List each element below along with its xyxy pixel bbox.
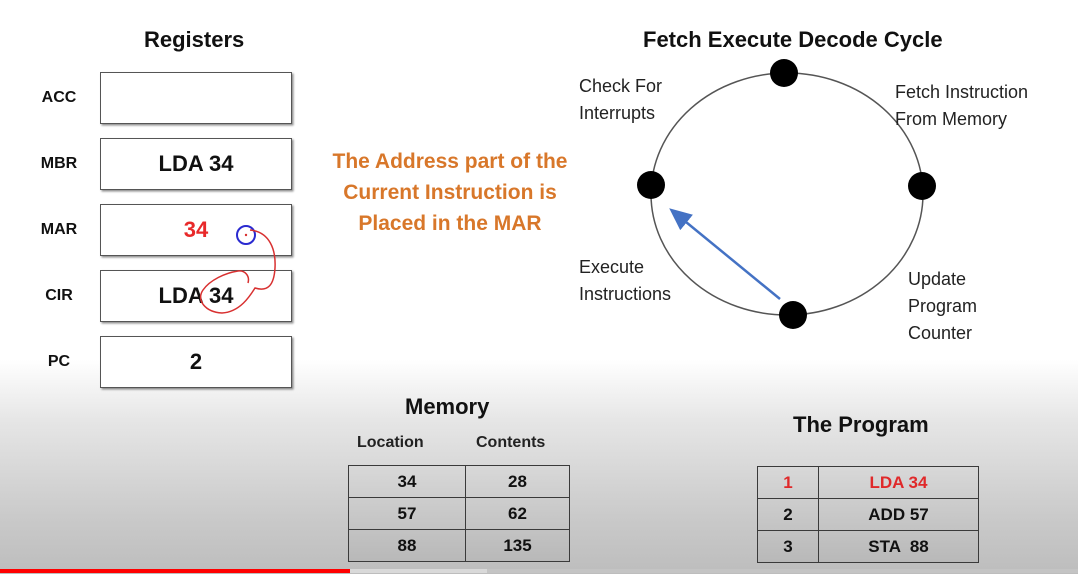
stage-fetch: Fetch Instruction From Memory: [895, 79, 1028, 133]
memory-title: Memory: [405, 394, 490, 419]
memory-location-cell: 88: [348, 529, 466, 562]
stage-update-pc-line2: Program: [908, 296, 978, 316]
info-text: The Address part of the Current Instruct…: [300, 146, 600, 239]
video-progress-track[interactable]: [0, 569, 1078, 573]
cycle-node-right: [908, 172, 936, 200]
register-label-pc: PC: [47, 353, 71, 370]
cycle-arrow: [669, 208, 781, 300]
info-line-2: Current Instruction is: [343, 181, 557, 204]
program-line-number: 3: [757, 530, 819, 563]
stage-execute-line2: Instructions: [579, 284, 672, 304]
register-mbr-box: LDA 34: [100, 138, 292, 190]
memory-location-cell: 34: [348, 465, 466, 498]
stage-update-pc-line3: Counter: [908, 323, 973, 343]
stage-check-interrupts: Check For Interrupts: [579, 73, 662, 127]
program-row-current: 1 LDA 34: [757, 466, 979, 499]
register-acc-box: [100, 72, 292, 124]
register-label-acc: ACC: [41, 89, 77, 106]
annotation-blue-circle: [236, 225, 256, 245]
program-row: 3 STA 88: [757, 530, 979, 563]
memory-row: 34 28: [348, 465, 570, 498]
memory-row: 57 62: [348, 497, 570, 530]
register-cir-box: LDA 34: [100, 270, 292, 322]
memory-contents-cell: 135: [465, 529, 570, 562]
registers-title: Registers: [144, 27, 245, 52]
memory-location-cell: 57: [348, 497, 466, 530]
stage-update-pc-line1: Update: [908, 269, 967, 289]
stage-fetch-line1: Fetch Instruction: [895, 82, 1029, 102]
cycle-node-bottom: [779, 301, 807, 329]
stage-fetch-line2: From Memory: [895, 109, 1007, 129]
program-line-number: 1: [757, 466, 819, 499]
annotation-red-loop: [199, 229, 276, 314]
annotation-dot: [244, 233, 248, 237]
info-line-1: The Address part of the: [332, 150, 568, 173]
memory-table: 34 28 57 62 88 135: [348, 465, 570, 562]
memory-contents-cell: 28: [465, 465, 570, 498]
stage-execute: Execute Instructions: [579, 254, 671, 308]
register-mar-box: 34: [100, 204, 292, 256]
cycle-title: Fetch Execute Decode Cycle: [643, 27, 943, 52]
register-label-cir: CIR: [45, 287, 73, 304]
memory-row: 88 135: [348, 529, 570, 562]
cycle-ring: [650, 72, 924, 316]
cycle-node-top: [770, 59, 798, 87]
program-line-number: 2: [757, 498, 819, 531]
program-instruction: STA 88: [818, 530, 979, 563]
program-instruction: ADD 57: [818, 498, 979, 531]
program-instruction: LDA 34: [818, 466, 979, 499]
stage-execute-line1: Execute: [579, 257, 645, 277]
info-line-3: Placed in the MAR: [358, 212, 542, 235]
video-progress-played[interactable]: [0, 569, 351, 573]
program-title: The Program: [793, 412, 929, 437]
memory-col-contents: Contents: [476, 434, 546, 451]
register-label-mbr: MBR: [40, 155, 78, 172]
program-table: 1 LDA 34 2 ADD 57 3 STA 88: [757, 466, 979, 563]
stage-check-interrupts-line2: Interrupts: [579, 103, 656, 123]
cycle-node-left: [637, 171, 665, 199]
stage-check-interrupts-line1: Check For: [579, 76, 663, 96]
memory-col-location: Location: [357, 434, 424, 451]
memory-contents-cell: 62: [465, 497, 570, 530]
program-row: 2 ADD 57: [757, 498, 979, 531]
register-pc-box: 2: [100, 336, 292, 388]
stage-update-pc: Update Program Counter: [908, 266, 977, 347]
register-label-mar: MAR: [40, 221, 78, 238]
